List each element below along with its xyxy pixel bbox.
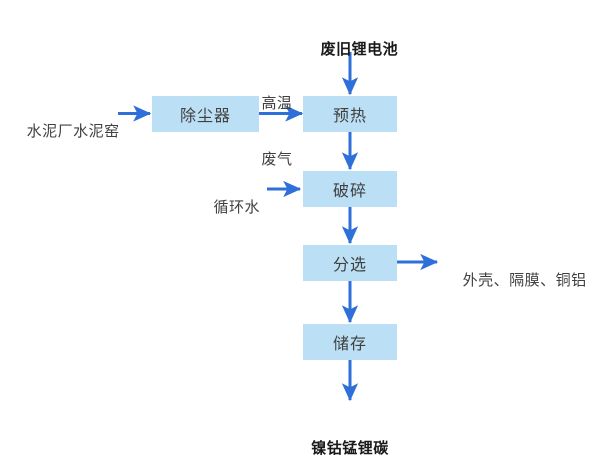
label-circulating-water-input: 循环水 xyxy=(180,180,260,236)
node-dust-collector-label: 除尘器 xyxy=(179,108,231,125)
label-cement-kiln-input-text: 水泥厂水泥窑 xyxy=(26,122,120,140)
label-waste-lithium-battery-input-text: 废旧锂电池 xyxy=(320,40,399,58)
label-sorting-output-text: 外壳、隔膜、铜铝 xyxy=(462,271,587,289)
node-preheat-label: 预热 xyxy=(332,108,367,125)
node-store[interactable]: 储存 xyxy=(303,324,397,360)
label-circulating-water-input-text: 循环水 xyxy=(213,198,260,216)
label-final-product-line1: 镍钴锰锂碳 xyxy=(311,439,389,457)
label-waste-lithium-battery-input: 废旧锂电池 xyxy=(288,22,412,78)
label-hot-exhaust-gas: 高温 废气 xyxy=(248,57,306,207)
label-hot-exhaust-gas-line1: 高温 xyxy=(261,94,293,112)
node-sort[interactable]: 分选 xyxy=(303,245,397,281)
label-sorting-output: 外壳、隔膜、铜铝 xyxy=(444,253,594,309)
label-cement-kiln-input: 水泥厂水泥窑 xyxy=(8,104,120,160)
node-store-label: 储存 xyxy=(332,336,367,353)
node-crush[interactable]: 破碎 xyxy=(303,171,397,207)
label-hot-exhaust-gas-line2: 废气 xyxy=(261,150,293,168)
label-final-product: 镍钴锰锂碳 混合物 xyxy=(285,402,415,461)
node-crush-label: 破碎 xyxy=(332,183,367,200)
node-dust-collector[interactable]: 除尘器 xyxy=(152,96,259,132)
node-sort-label: 分选 xyxy=(332,257,367,274)
node-preheat[interactable]: 预热 xyxy=(303,96,397,132)
